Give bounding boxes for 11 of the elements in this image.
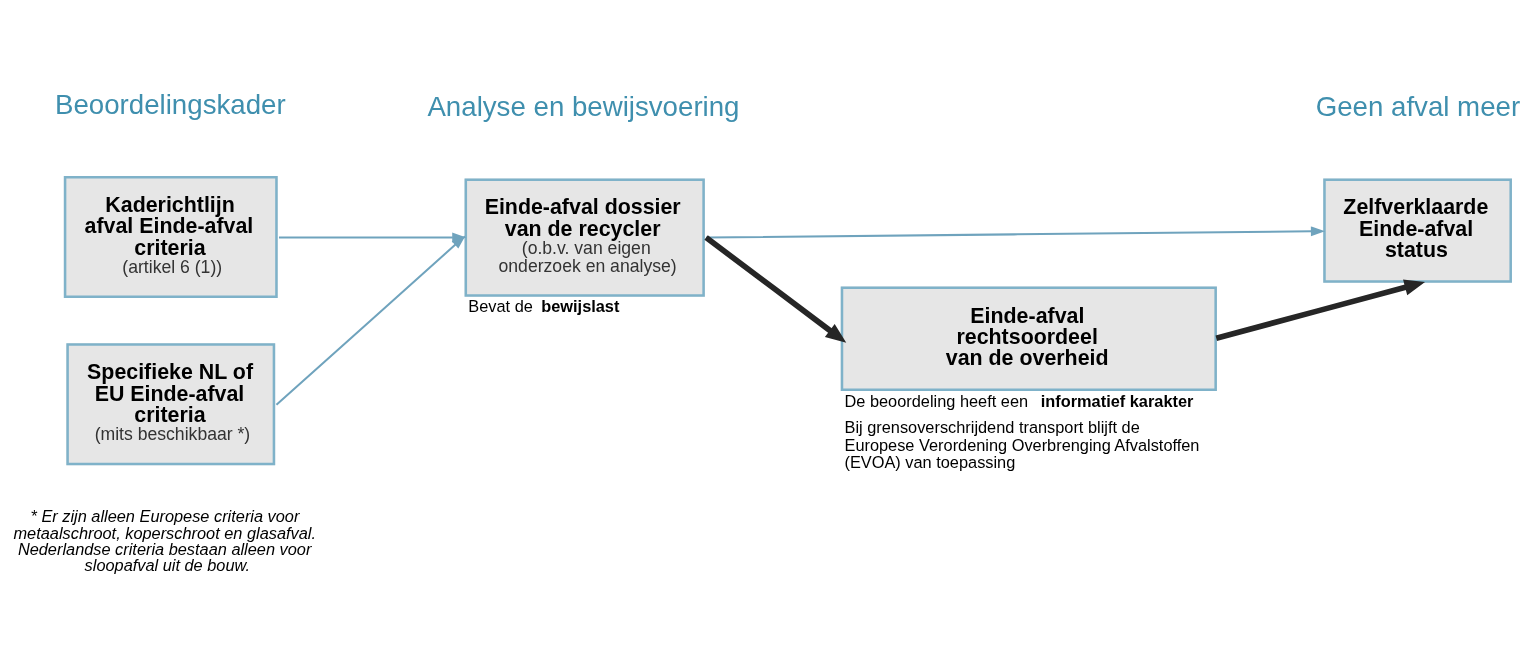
arrow [1215, 279, 1426, 341]
arrow [275, 235, 466, 406]
node-label: Bij grensoverschrijdend transport blijft de Europese Verordening Overbrenging Afvalstoffen (EVOA) van toepassing [844, 418, 1200, 472]
label: Beoordelingskader [55, 88, 286, 120]
label: Analyse en bewijsvoering [427, 91, 740, 123]
arrow [704, 235, 847, 343]
node-label: Bevat de bewijslast [468, 297, 620, 316]
arrow [706, 226, 1325, 239]
label: Geen afval meer [1315, 91, 1521, 123]
node-label: De beoordeling heeft een informatief karakter [844, 391, 1194, 410]
label: * Er zijn alleen Europese criteria voor metaalschroot, koperschroot en glasafval. Nederlandse criteria bestaan alleen voor sloopafval uit de bouw. [13, 507, 317, 575]
